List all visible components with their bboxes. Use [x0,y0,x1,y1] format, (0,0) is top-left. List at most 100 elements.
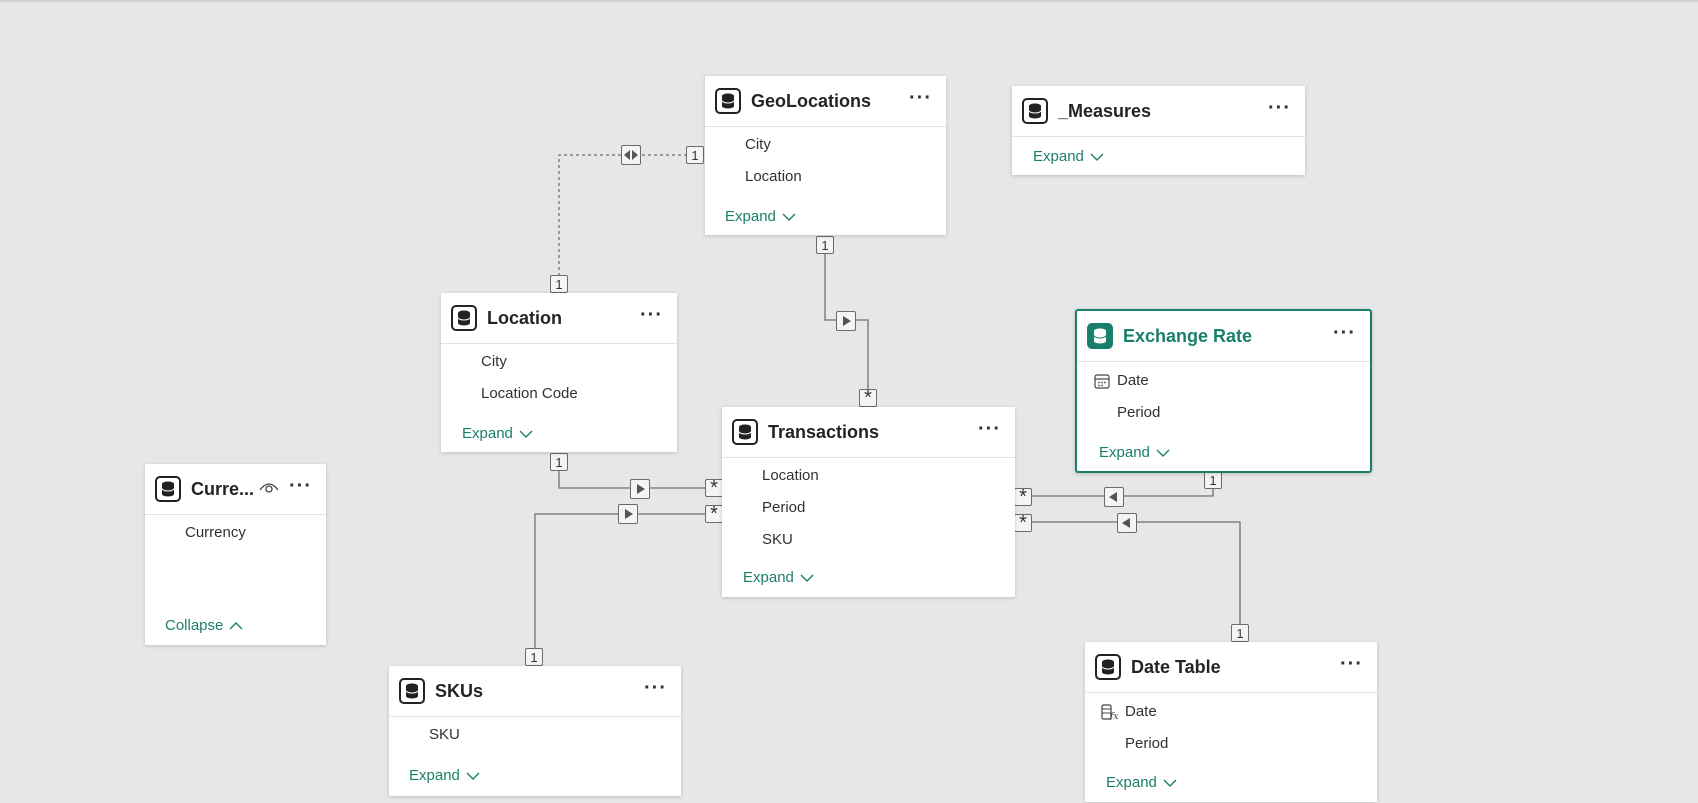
chevron-down-icon [1156,449,1170,457]
cardinality-many-marker: * [1014,513,1032,533]
database-icon [1095,654,1121,680]
chevron-down-icon [466,772,480,780]
table-card-date-table[interactable]: Date Table ··· fx Date Period Expand [1085,642,1377,802]
expand-label: Expand [1033,148,1084,165]
cardinality-many-marker: * [705,504,723,524]
cardinality-one-marker: 1 [525,648,543,666]
ellipsis-icon[interactable]: ··· [640,304,663,326]
table-title: Date Table [1131,656,1221,677]
ellipsis-icon[interactable]: ··· [644,677,667,699]
field-item[interactable]: Date [1117,372,1149,389]
ellipsis-icon[interactable]: ··· [1340,653,1363,675]
field-item[interactable]: Period [1125,735,1169,752]
field-item[interactable]: Date [1125,703,1157,720]
rel-skus-transactions [534,513,714,655]
expand-label: Expand [409,767,460,784]
expand-label: Expand [462,425,513,442]
cardinality-many-marker: * [859,388,877,408]
table-header[interactable]: Curre... ··· [145,464,326,515]
table-header[interactable]: _Measures ··· [1012,86,1305,137]
table-title: _Measures [1058,100,1152,121]
chevron-down-icon [782,213,796,221]
table-card-currency[interactable]: Curre... ··· Currency Collapse [145,464,326,645]
calendar-icon [1094,373,1110,394]
field-item[interactable]: Location [762,467,819,484]
database-icon [715,88,741,114]
table-card-transactions[interactable]: Transactions ··· Location Period SKU Exp… [722,407,1015,597]
cardinality-many-marker: * [1014,487,1032,507]
expand-label: Expand [1099,444,1150,461]
table-header[interactable]: GeoLocations ··· [705,76,946,127]
field-item[interactable]: Location [745,168,802,185]
table-title: GeoLocations [751,90,872,111]
expand-button[interactable]: Expand [462,425,533,442]
table-title: Exchange Rate [1123,325,1253,346]
arrow-right-icon[interactable] [630,479,650,499]
expand-button[interactable]: Expand [1033,148,1104,165]
expand-label: Expand [743,569,794,586]
cardinality-one-marker: 1 [1231,624,1249,642]
expand-label: Expand [725,208,776,225]
table-header[interactable]: SKUs ··· [389,666,681,717]
table-card-location[interactable]: Location ··· City Location Code Expand [441,293,677,452]
chevron-down-icon [519,430,533,438]
field-item[interactable]: City [745,136,771,153]
collapse-button[interactable]: Collapse [165,617,243,634]
table-card-measures[interactable]: _Measures ··· Expand [1012,86,1305,175]
rel-location-transactions [558,470,714,489]
expand-button[interactable]: Expand [725,208,796,225]
arrow-left-icon[interactable] [1117,513,1137,533]
ellipsis-icon[interactable]: ··· [1333,322,1356,344]
chevron-up-icon [229,621,243,629]
field-item[interactable]: Currency [185,524,246,541]
rel-location-geolocations [558,154,695,282]
table-header[interactable]: Exchange Rate ··· [1077,311,1370,362]
field-item[interactable]: Period [762,499,806,516]
rel-datetable-transactions [1016,521,1241,632]
table-title: Curre... [191,478,255,499]
eye-hidden-icon[interactable] [258,480,280,499]
arrow-both-icon[interactable] [621,145,641,165]
field-item[interactable]: SKU [429,726,460,743]
arrow-right-icon[interactable] [618,504,638,524]
top-border [0,0,1698,2]
field-item[interactable]: City [481,353,507,370]
arrow-left-icon[interactable] [1104,487,1124,507]
chevron-down-icon [1163,779,1177,787]
calculated-column-icon: fx [1101,704,1119,725]
table-title: Transactions [768,421,880,442]
field-item[interactable]: SKU [762,531,793,548]
field-item[interactable]: Location Code [481,385,578,402]
chevron-down-icon [1090,153,1104,161]
expand-label: Expand [1106,774,1157,791]
database-icon [155,476,181,502]
field-item[interactable]: Period [1117,404,1161,421]
expand-button[interactable]: Expand [1099,444,1170,461]
table-card-skus[interactable]: SKUs ··· SKU Expand [389,666,681,796]
ellipsis-icon[interactable]: ··· [909,87,932,109]
table-header[interactable]: Date Table ··· [1085,642,1377,693]
expand-button[interactable]: Expand [1106,774,1177,791]
chevron-down-icon [800,574,814,582]
database-icon [732,419,758,445]
ellipsis-icon[interactable]: ··· [1268,97,1291,119]
table-card-exchange-rate[interactable]: Exchange Rate ··· Date Period Expand [1075,309,1372,473]
ellipsis-icon[interactable]: ··· [978,418,1001,440]
table-title: Location [487,307,562,328]
ellipsis-icon[interactable]: ··· [289,475,312,497]
database-icon [451,305,477,331]
database-icon [399,678,425,704]
table-header[interactable]: Location ··· [441,293,677,344]
svg-text:fx: fx [1109,712,1118,720]
arrow-right-icon[interactable] [836,311,856,331]
table-header[interactable]: Transactions ··· [722,407,1015,458]
expand-button[interactable]: Expand [743,569,814,586]
cardinality-many-marker: * [705,478,723,498]
table-card-geolocations[interactable]: GeoLocations ··· City Location Expand [705,76,946,235]
expand-button[interactable]: Expand [409,767,480,784]
database-icon [1022,98,1048,124]
table-title: SKUs [435,680,484,701]
cardinality-one-marker: 1 [816,236,834,254]
collapse-label: Collapse [165,617,224,634]
cardinality-one-marker: 1 [550,453,568,471]
